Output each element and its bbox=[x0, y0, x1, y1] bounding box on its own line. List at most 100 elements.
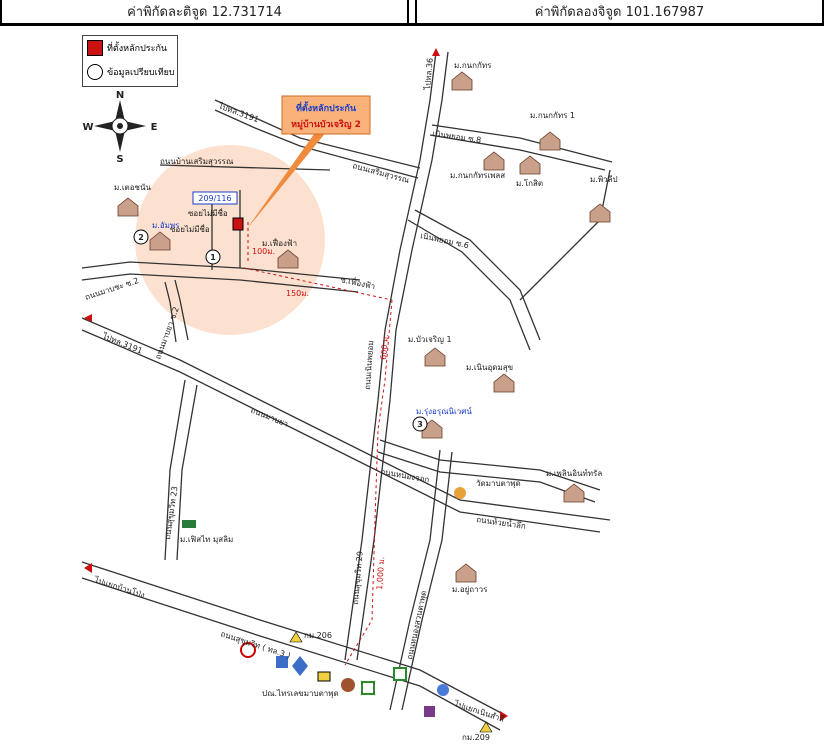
location-map: ที่ตั้งหลักประกัน หมู่บ้านบัวเจริญ 2 209… bbox=[81, 48, 618, 742]
label-nongmaplak2: ถนนมาบชะ ซ.2 bbox=[84, 276, 140, 302]
house-icon bbox=[277, 249, 299, 269]
label-km206: กม.206 bbox=[304, 631, 332, 640]
road-mapya-soi2 bbox=[81, 261, 361, 281]
road-nernphayom-b bbox=[356, 51, 449, 661]
house-number: 209/116 bbox=[198, 194, 231, 203]
compass-rose-icon bbox=[94, 100, 146, 152]
marker-3: 3 bbox=[417, 420, 423, 429]
collateral-swatch-icon bbox=[87, 40, 103, 56]
compass-w: W bbox=[82, 122, 93, 133]
label-sukhumvit23: ถนนสุขุมวิท 23 bbox=[163, 486, 179, 541]
village-kanokphat-paradise: ม.กนกกัทรเพลส bbox=[450, 171, 505, 180]
road-mapya-soi2-b bbox=[81, 273, 359, 293]
marker-2: 2 bbox=[138, 233, 144, 242]
house-icon bbox=[493, 373, 515, 393]
ptt-icon bbox=[240, 642, 256, 658]
arrow-left-icon bbox=[84, 563, 92, 573]
label-nernphayom6: เนินพยอม ซ.6 bbox=[420, 231, 470, 250]
house-icon bbox=[424, 347, 446, 367]
road-maplakcha2 bbox=[174, 279, 189, 341]
road-3191-top-b bbox=[214, 109, 419, 179]
road-sukhumvit-b bbox=[81, 577, 501, 731]
label-maplakcha2: ถนนมาบยา ซ.2 bbox=[153, 306, 180, 361]
house-icon bbox=[589, 203, 611, 223]
label-km209: กม.209 bbox=[462, 733, 490, 742]
comparison-circle-icon bbox=[133, 229, 149, 245]
village-hidekhai: ม.เฟิสไท มุสลิม bbox=[180, 535, 233, 544]
village-ayutthaya: ม.อยู่ถาวร bbox=[452, 585, 488, 595]
map-legend: ที่ตั้งหลักประกัน ข้อมูลเปรียบเทียบ bbox=[82, 35, 178, 87]
legend-row-comparison: ข้อมูลเปรียบเทียบ bbox=[83, 60, 177, 84]
collateral-marker-icon bbox=[232, 217, 244, 231]
km209-warning-icon bbox=[479, 721, 493, 733]
distance-100: 100ม. bbox=[252, 247, 275, 256]
village-ampron: ม.อัมพร bbox=[152, 221, 180, 230]
label-rd-bansermsuk: ถนนบ้านเสริมสุวรรณ bbox=[160, 157, 234, 166]
coordinates-bar: ค่าพิกัดละติจูด 12.731714 ค่าพิกัดลองจิจ… bbox=[0, 0, 824, 26]
village-buacharoen1: ม.บัวเจริญ 1 bbox=[408, 335, 452, 344]
house-icon bbox=[483, 151, 505, 171]
road-mapnangtatphut bbox=[389, 449, 441, 711]
bank2-icon bbox=[292, 656, 308, 676]
label-mapya: ถนนมาบยา bbox=[249, 406, 289, 429]
label-temple: วัดมาบตาพุด bbox=[476, 479, 521, 488]
village-kosit: ม.โกสิต bbox=[516, 178, 543, 188]
road-nongkhrua bbox=[379, 439, 601, 491]
road-bansermsuk bbox=[159, 164, 331, 171]
direction-arrows bbox=[84, 48, 508, 721]
compass-s: S bbox=[116, 154, 123, 165]
road-3191-top bbox=[214, 99, 421, 169]
house-icon bbox=[451, 71, 473, 91]
poi-icons bbox=[182, 520, 493, 733]
arrow-up-icon bbox=[432, 48, 440, 56]
house-icon bbox=[149, 231, 171, 251]
callout-pointer bbox=[246, 120, 336, 230]
mail-icon bbox=[317, 671, 331, 682]
label-soi-fuengfa: ซ.เฟื่องฟ้า bbox=[340, 273, 377, 291]
label-to-36: ไปทล.36 bbox=[423, 58, 435, 92]
village-kanokphat1: ม.กนกกัทร 1 bbox=[530, 111, 575, 120]
distance-lines bbox=[243, 222, 393, 666]
latitude-label: ค่าพิกัดละติจูด 12.731714 bbox=[0, 0, 409, 23]
road-sukhumvit bbox=[81, 561, 506, 716]
road-nernphayom8-b bbox=[429, 134, 606, 171]
house-icon bbox=[117, 197, 139, 217]
label-soi-1: ซอยไม่มีชื่อ bbox=[188, 207, 228, 218]
compass-e: E bbox=[151, 122, 158, 133]
label-sukhumvit29: ถนนสุขุมวิท 29 bbox=[351, 551, 365, 605]
legend-collateral-label: ที่ตั้งหลักประกัน bbox=[107, 44, 168, 54]
comparison-circle-icon bbox=[205, 249, 221, 265]
seven-eleven-icon bbox=[393, 667, 407, 681]
seven-eleven-icon bbox=[361, 681, 375, 695]
mosque-icon bbox=[182, 520, 196, 528]
village-fuengfa: ม.เฟื่องฟ้า bbox=[262, 237, 297, 248]
restaurant-icon bbox=[341, 678, 355, 692]
house-icon bbox=[563, 483, 585, 503]
distance-150: 150ม. bbox=[286, 289, 309, 298]
village-phiwalip: ม.พิวลีป bbox=[590, 175, 618, 184]
label-rd-nernphayom: ถนนเนินพยอม bbox=[363, 340, 375, 390]
comparison-markers: 1 2 3 bbox=[133, 229, 428, 432]
callout-line1: ที่ตั้งหลักประกัน bbox=[296, 101, 357, 114]
road-sukhumvit23 bbox=[164, 379, 186, 561]
longitude-label: ค่าพิกัดลองจิจูด 101.167987 bbox=[415, 0, 824, 23]
arrow-right-icon bbox=[500, 711, 508, 721]
road-maplakcha2-b bbox=[164, 281, 177, 343]
house-icon bbox=[539, 131, 561, 151]
temple-icon bbox=[454, 487, 466, 499]
road-nernphayom8 bbox=[431, 124, 613, 163]
village-tavanchon: ม.เตอชนัน bbox=[114, 183, 151, 192]
road-nernphayom6-b bbox=[407, 219, 531, 351]
house-icon bbox=[455, 563, 477, 583]
house-number-box bbox=[192, 191, 238, 205]
label-to-left: ไปแยกบ้านโป่ง bbox=[92, 574, 146, 600]
village-icons bbox=[117, 71, 611, 583]
callout-box bbox=[281, 95, 371, 135]
label-rd-nongkhrua: ถนนหนองจอก bbox=[380, 467, 431, 484]
poi-square-icon bbox=[424, 706, 435, 717]
road-mapnangtatphut-b bbox=[401, 451, 453, 711]
bank-icon bbox=[276, 656, 288, 668]
callout-line2: หมู่บ้านบัวเจริญ 2 bbox=[291, 119, 361, 130]
road-sukhumvit23-b bbox=[176, 384, 198, 561]
road-mapya bbox=[81, 317, 611, 521]
